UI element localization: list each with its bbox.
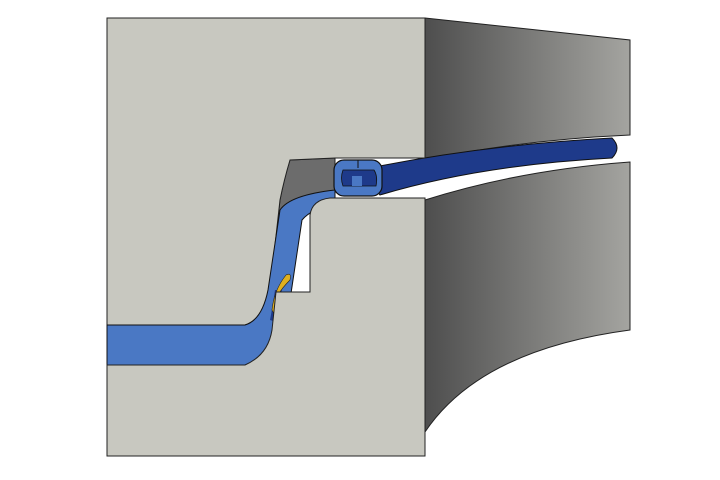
lower-block-side-face	[424, 161, 631, 434]
bulb-seal	[333, 159, 383, 197]
lower-block-face	[106, 197, 426, 457]
seal-tube	[359, 137, 618, 196]
